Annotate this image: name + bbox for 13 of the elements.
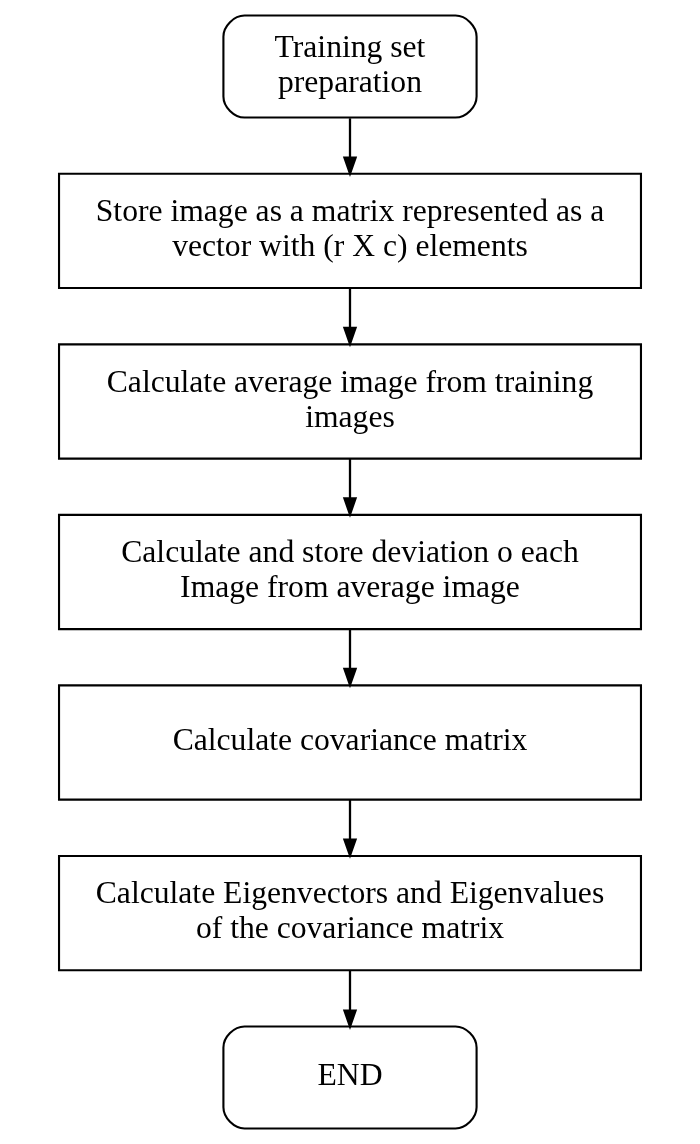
- node-box: Calculate Eigenvectors and Eigenvalues of the covariance matrix: [57, 854, 643, 972]
- node-box: Store image as a matrix represented as a vector with (r X c) elements: [57, 172, 643, 290]
- node-box: END: [222, 1025, 478, 1130]
- node-box: Calculate covariance matrix: [57, 684, 643, 801]
- arrow: [342, 118, 358, 178]
- arrow: [342, 288, 358, 348]
- arrow: [342, 458, 358, 518]
- node-box: Training set preparation: [222, 14, 478, 119]
- arrow: [342, 799, 358, 859]
- arrow: [342, 629, 358, 689]
- node-box: Calculate average image from training images: [57, 343, 643, 460]
- node-box: Calculate and store deviation o each Image from average image: [57, 513, 643, 631]
- arrow: [342, 970, 358, 1030]
